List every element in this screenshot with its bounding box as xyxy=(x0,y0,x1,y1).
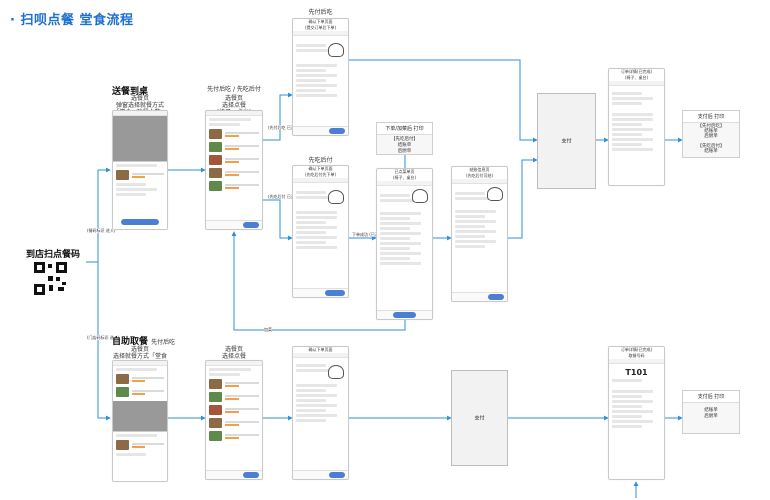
arrow-s3-pay1 xyxy=(349,59,538,143)
branch-pay-later-label: (先吃后付 已开启) xyxy=(268,194,301,199)
s4-head: 确认下单页面 (先吃后付先下单) xyxy=(304,166,337,177)
s5-print-body: 【先吃后付】 结账单 后厨单 xyxy=(391,137,418,154)
arrow-s2-s3 xyxy=(263,92,293,141)
print1-body: 【先付后吃】 结账单 后厨单 【先吃后付】 结账单 xyxy=(697,124,725,154)
print2-head: 支付后 打印 xyxy=(683,391,739,403)
page-title: · 扫呗点餐 堂食流程 xyxy=(10,13,134,28)
s6-head: 结账信息页 (先吃后付可结) xyxy=(465,167,494,178)
screen-confirm-pay-later: 确认下单页面 (先吃后付先下单) xyxy=(292,165,349,298)
screen-pickup-menu xyxy=(112,360,168,482)
s5-head: 已点菜单页 (椅子、桌台) xyxy=(392,169,417,180)
arrow-entry-delivery xyxy=(86,167,111,263)
section-pickup-name: 自助取餐 xyxy=(112,337,149,347)
print2-body: 结账单 后厨单 xyxy=(704,408,718,419)
s2-top: 先付后吃 / 先吃后付 xyxy=(207,86,261,93)
screen-pickup-order-menu xyxy=(205,360,263,480)
entry-label: 到店扫点餐码 xyxy=(26,250,81,260)
screen-pickup-confirm: 确认下单页面 xyxy=(292,346,349,480)
s3-head: 确认下单页面 (提交订单后下单) xyxy=(304,19,337,30)
print-after-pay-delivery: 支付后 打印 【先付后吃】 结账单 后厨单 【先吃后付】 结账单 xyxy=(682,110,740,158)
pay-step-2: 支付 xyxy=(451,370,508,466)
arrow-entry-pickup xyxy=(86,261,111,421)
s9-note: 选餐页 选择点餐 xyxy=(221,346,246,360)
order-direct-label: 下单成功 (已开启) xyxy=(352,232,385,237)
arrow-add-more xyxy=(231,231,406,331)
pay-step-1: 支付 xyxy=(537,93,596,189)
s7-head: 订单详情(已完成) (椅子、桌台) xyxy=(620,69,653,80)
pay-step-1-label: 支付 xyxy=(561,138,572,145)
screen-order-detail-delivery: 订单详情(已完成) (椅子、桌台) xyxy=(608,68,665,186)
screen-checkout-info: 结账信息页 (先吃后付可结) xyxy=(451,166,508,302)
screen-order-detail-pickup: 订单详情(已完成) 取餐号码 T101 xyxy=(608,346,665,480)
pickup-number: T101 xyxy=(625,368,648,377)
print-after-pay-pickup: 支付后 打印 结账单 后厨单 xyxy=(682,390,740,434)
branch-delivery-label: (餐码标识 进入) xyxy=(87,228,116,233)
arrow-s2-s4 xyxy=(263,199,293,241)
section-pickup-note: 先付后吃 xyxy=(151,339,176,346)
screen-confirm-pay-first: 确认下单页面 (提交订单后下单) xyxy=(292,18,349,136)
screen-delivery-menu xyxy=(112,110,168,230)
screen-ordered-list: 已点菜单页 (椅子、桌台) xyxy=(376,168,433,320)
print-after-order: 下单/加菜后 打印 【先吃后付】 结账单 后厨单 xyxy=(376,122,433,155)
s5-print-head: 下单/加菜后 打印 xyxy=(377,123,432,135)
pay-step-2-label: 支付 xyxy=(474,415,485,422)
s11-head: 订单详情(已完成) 取餐号码 xyxy=(620,347,653,358)
screen-order-menu xyxy=(205,110,263,230)
s10-head: 确认下单页面 xyxy=(308,347,333,352)
branch-pay-first-label: (先付后吃 已开启) xyxy=(268,125,301,130)
print1-head: 支付后 打印 xyxy=(683,111,739,123)
add-more-label: 加菜 xyxy=(264,327,272,332)
section-pickup-title: 自助取餐 先付后吃 xyxy=(112,334,175,347)
section-delivery-title: 送餐到桌 xyxy=(112,87,149,97)
s3-top: 先付后吃 xyxy=(308,9,333,16)
qr-code-icon xyxy=(34,262,67,295)
s4-top: 先吃后付 xyxy=(308,157,333,164)
branch-pickup-label: (门店码标识 进入) xyxy=(87,335,120,340)
arrow-s6-pay1 xyxy=(508,157,538,239)
